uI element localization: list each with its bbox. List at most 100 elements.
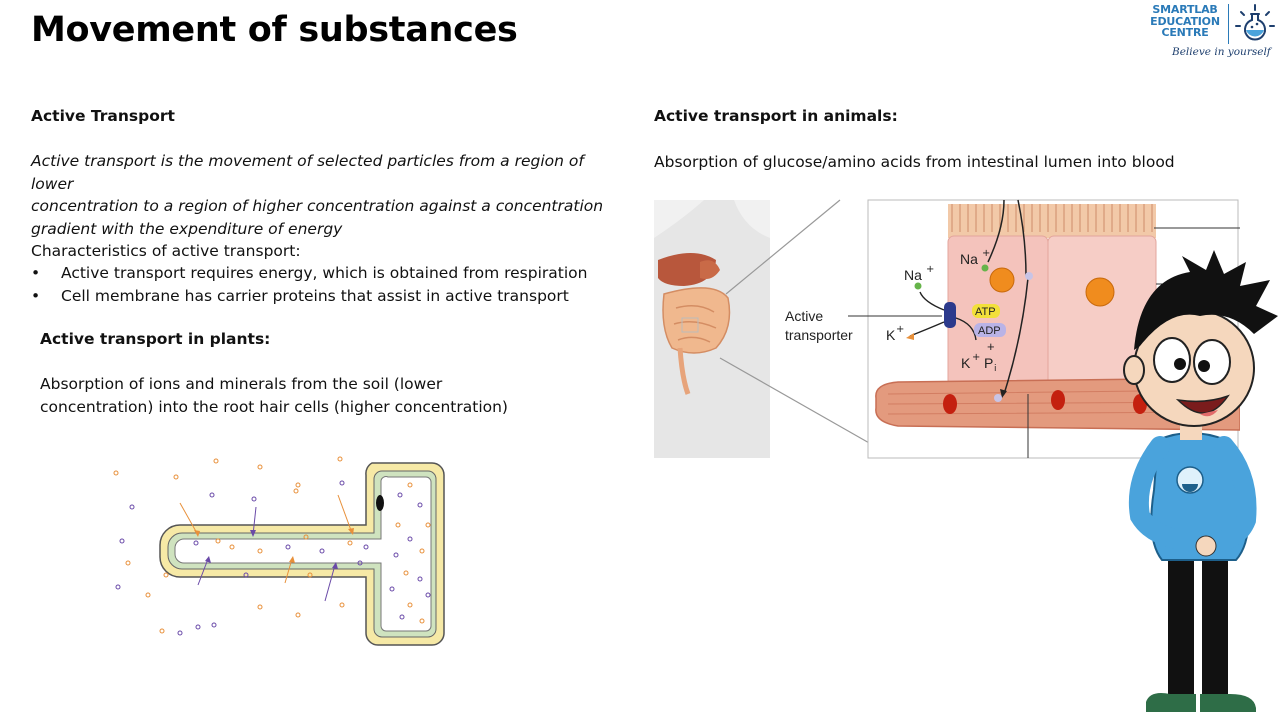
svg-text:i: i (994, 364, 997, 374)
cartoon-boy (1123, 250, 1278, 712)
ion-dot (257, 604, 263, 610)
characteristics-list: Active transport requires energy, which … (31, 262, 631, 307)
ion-dot (303, 534, 309, 540)
ion-dot (339, 602, 345, 608)
sodium-ion (914, 282, 922, 290)
animals-heading: Active transport in animals: (654, 107, 898, 125)
leg (1202, 550, 1228, 700)
ion-dot (119, 538, 125, 544)
logo-line-1: SMARTLAB (1152, 3, 1218, 16)
intestinal-diagram: Active transporter Na + Na + K + ATP ADP… (654, 199, 1240, 459)
ion-dot (293, 488, 299, 494)
definition-line: Active transport is the movement of sele… (31, 152, 584, 193)
active-transport-heading: Active Transport (31, 107, 175, 125)
flask-icon (1176, 466, 1204, 494)
ion-dot (417, 576, 423, 582)
svg-text:+: + (926, 264, 934, 275)
ion-dot (159, 628, 165, 634)
ion-dot (399, 614, 405, 620)
na-label: Na (904, 267, 922, 283)
svg-text:+: + (972, 352, 980, 363)
ion-dot (229, 544, 235, 550)
ion-dot (337, 456, 343, 462)
glucose-molecule (994, 394, 1002, 402)
ion-dot (243, 572, 249, 578)
ion-dot (295, 612, 301, 618)
animals-text: Absorption of glucose/amino acids from i… (654, 153, 1175, 171)
glucose-molecule (1025, 272, 1033, 280)
shoe (1200, 694, 1256, 712)
ion-dot (145, 592, 151, 598)
ion-dot (115, 584, 121, 590)
ion-dot (295, 482, 301, 488)
ion-dot (195, 624, 201, 630)
nucleus (376, 495, 384, 511)
ion-dot (211, 622, 217, 628)
svg-text:+: + (982, 248, 990, 259)
cell-nucleus (1085, 277, 1115, 307)
logo-text: SMARTLAB EDUCATION CENTRE (1146, 4, 1224, 39)
ion-dot (417, 502, 423, 508)
flask-icon (1235, 4, 1275, 41)
ion-dot (319, 548, 325, 554)
cell-nucleus (989, 267, 1015, 293)
atp-label: ATP (975, 306, 996, 318)
mouth (1175, 394, 1230, 414)
list-item: Cell membrane has carrier proteins that … (31, 285, 631, 308)
ion-dot (393, 552, 399, 558)
ion-dot (407, 536, 413, 542)
k-label: K (886, 327, 896, 343)
na-label: Na (960, 251, 978, 267)
definition: Active transport is the movement of sele… (31, 150, 631, 240)
adp-badge (974, 323, 1006, 337)
ion-dot (177, 630, 183, 636)
logo-divider (1228, 4, 1229, 44)
pi-label: P (984, 355, 993, 371)
ion-dot (389, 586, 395, 592)
ion-dot (257, 464, 263, 470)
digestive-organs (658, 253, 731, 395)
adp-label: ADP (978, 325, 1001, 337)
plants-text-line: Absorption of ions and minerals from the… (40, 375, 443, 393)
definition-line: concentration to a region of higher conc… (31, 197, 604, 215)
shoe (1146, 693, 1196, 712)
eye (1193, 339, 1231, 385)
ion-dot (215, 538, 221, 544)
ion-dot (419, 548, 425, 554)
ion-dot (163, 572, 169, 578)
sodium-ion (981, 264, 989, 272)
list-item: Active transport requires energy, which … (31, 262, 631, 285)
ion-dots (113, 456, 431, 636)
logo-line-3: CENTRE (1161, 26, 1209, 39)
ion-dot (251, 496, 257, 502)
root-hair-cell-diagram (113, 456, 445, 646)
ion-dot (193, 540, 199, 546)
svg-text:+: + (896, 324, 904, 335)
page-title: Movement of substances (31, 10, 518, 50)
plus-label: + (987, 339, 995, 354)
plants-heading: Active transport in plants: (40, 330, 271, 348)
ion-dot (357, 560, 363, 566)
uptake-arrows (179, 494, 354, 602)
ion-dot (425, 522, 431, 528)
eye (1153, 337, 1191, 383)
root-hair-cell (159, 462, 445, 646)
hair (1134, 250, 1278, 350)
ion-dot (419, 618, 425, 624)
k-label: K (961, 355, 971, 371)
ion-dot (307, 572, 313, 578)
ion-dot (403, 570, 409, 576)
plants-text: Absorption of ions and minerals from the… (40, 373, 600, 418)
microvilli (948, 204, 1156, 238)
ion-dot (257, 548, 263, 554)
red-blood-cell (1051, 390, 1065, 410)
leg (1168, 550, 1194, 700)
ion-dot (397, 492, 403, 498)
active-transporter (944, 302, 956, 328)
ear (1123, 355, 1145, 385)
ion-dot (213, 458, 219, 464)
smartlab-logo: SMARTLAB EDUCATION CENTRE Believe in you… (1146, 2, 1280, 62)
red-blood-cell (943, 394, 957, 414)
transporter-label-1: Active (785, 308, 823, 324)
ion-dot (407, 602, 413, 608)
